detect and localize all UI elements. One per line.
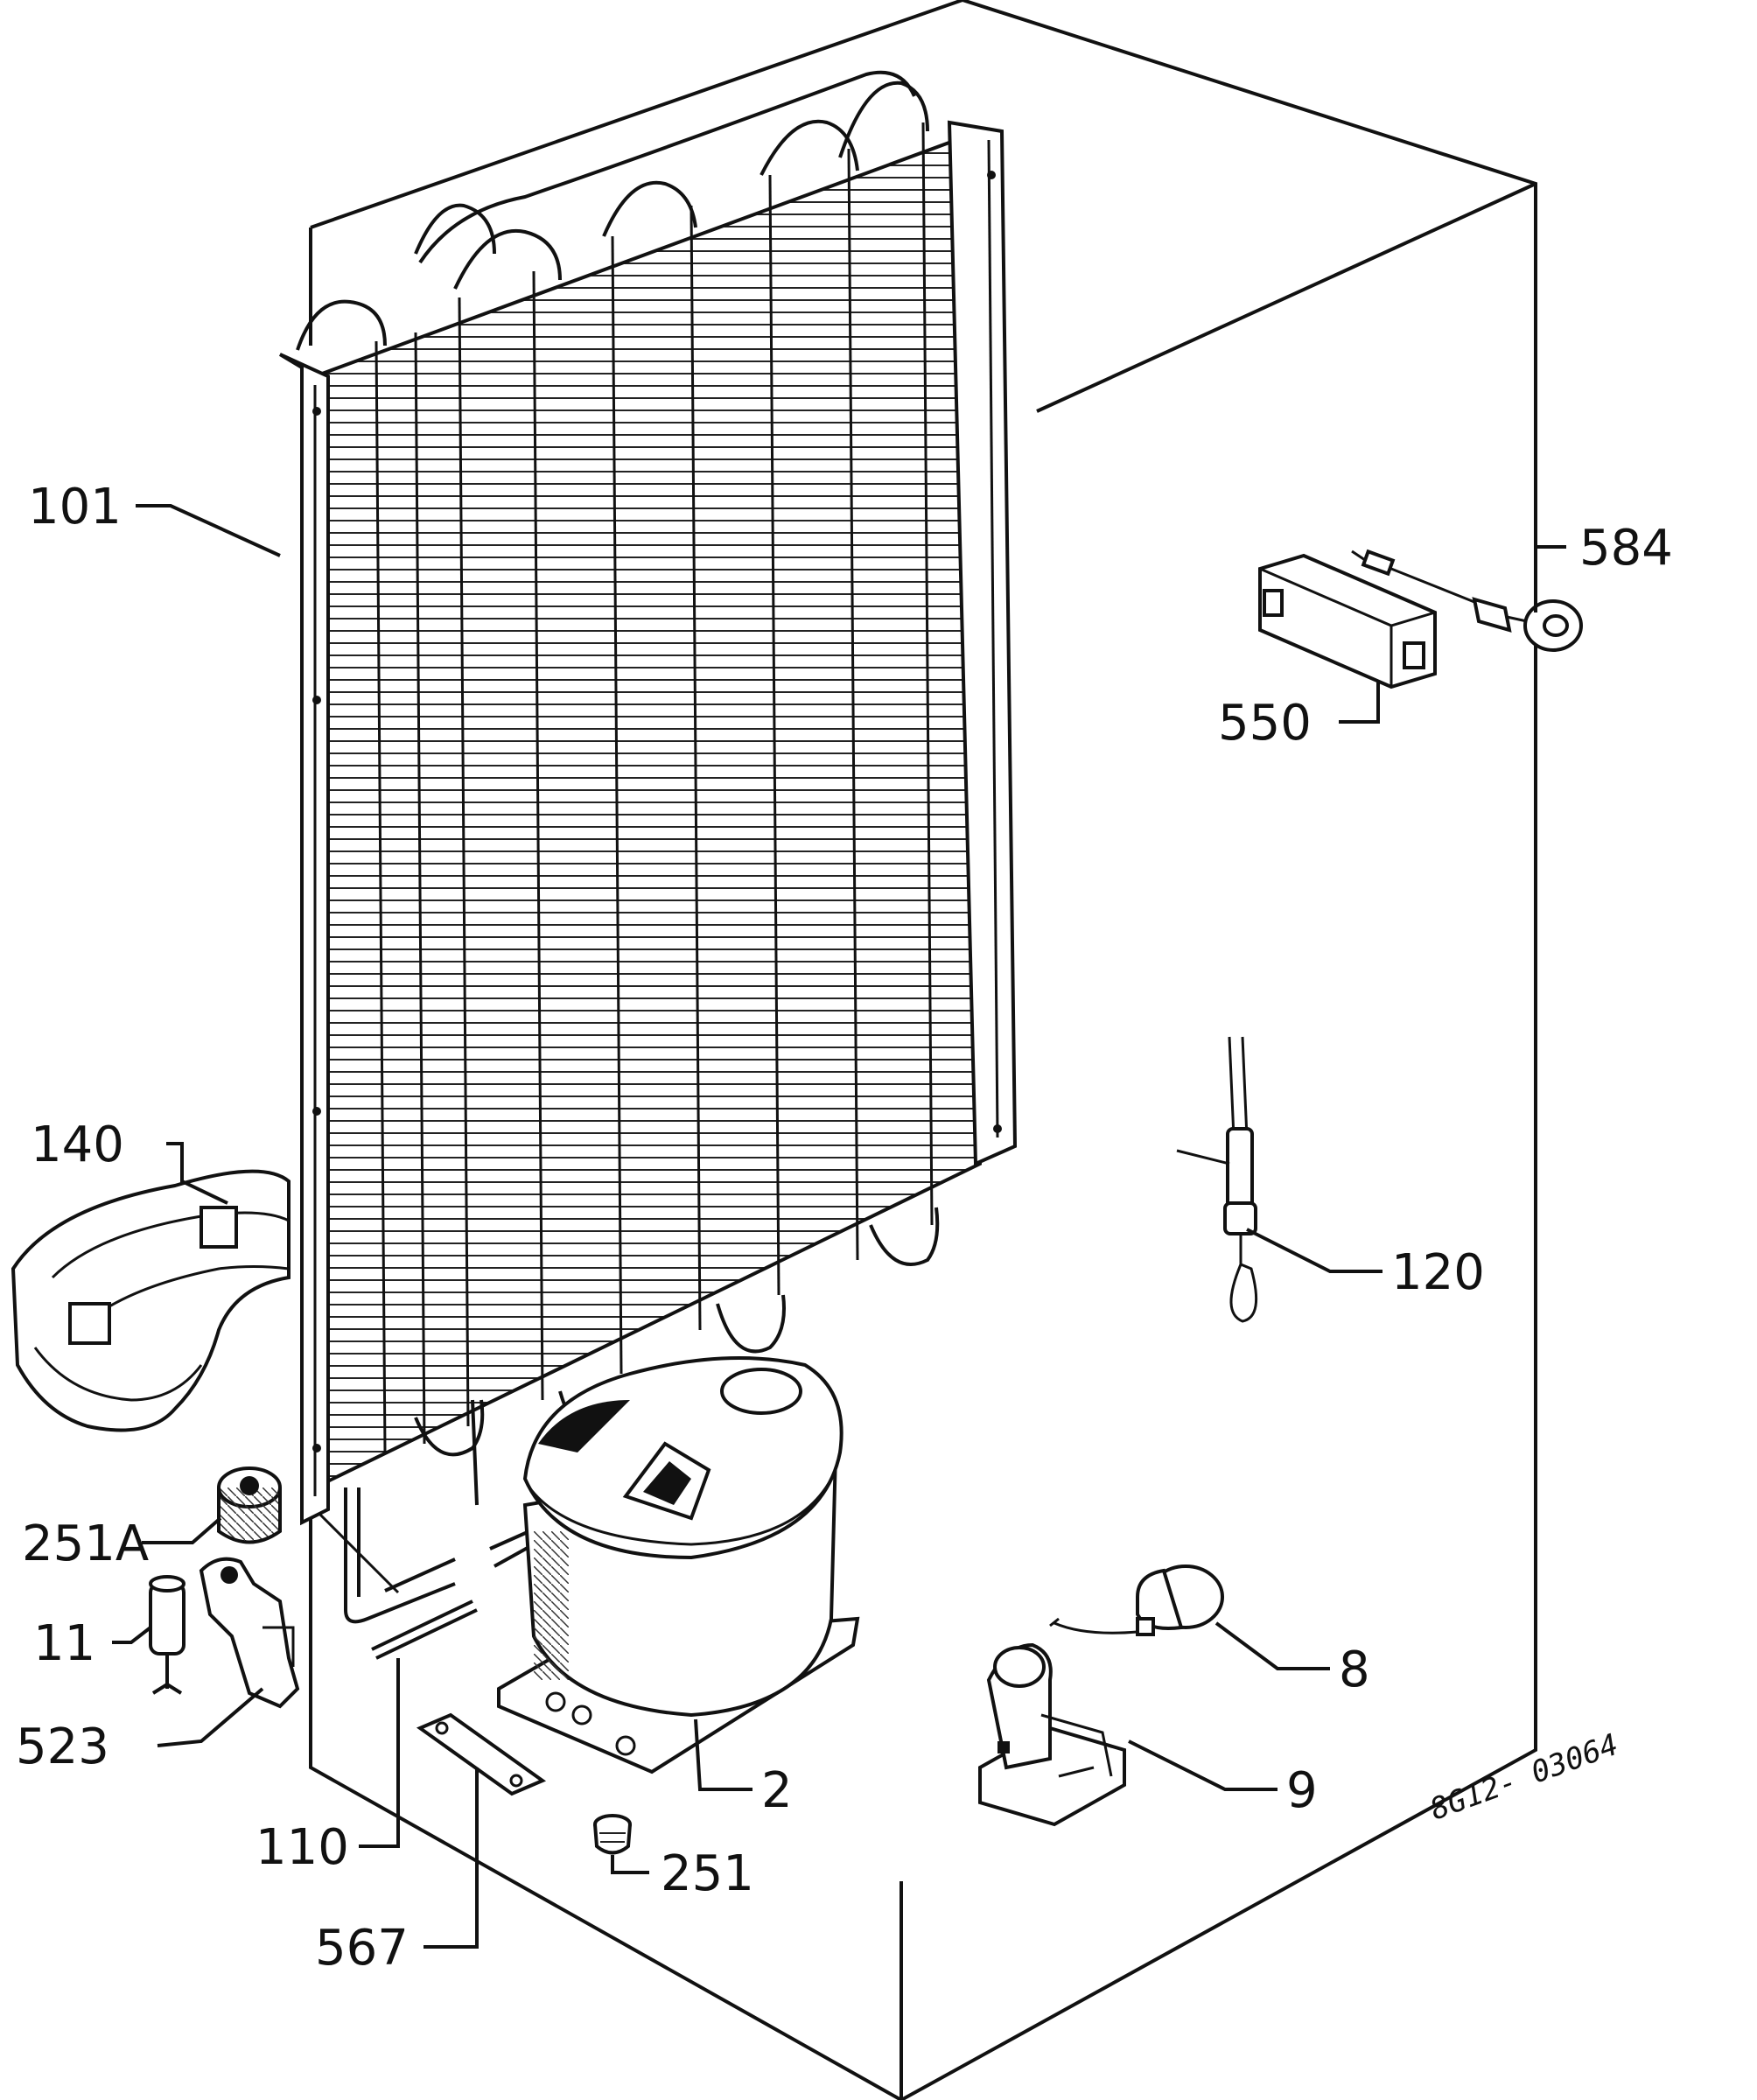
pipe-section-icon [344, 1399, 535, 1660]
clamp-bracket-icon [199, 1557, 300, 1709]
drawing-code: 8G12- 03064 [1425, 1727, 1622, 1828]
callout-120: 120 [1391, 1244, 1485, 1301]
callout-140: 140 [31, 1116, 124, 1173]
overload-protector-icon [1049, 1564, 1224, 1636]
cabinet-outline [309, 0, 1537, 2100]
callout-251: 251 [661, 1845, 754, 1902]
sensor-probe-icon [1351, 549, 1583, 652]
leader-lines [112, 504, 1566, 1949]
thermostat-capillary-icon [1176, 1036, 1258, 1323]
start-relay-icon [978, 1642, 1126, 1827]
callout-584: 584 [1579, 520, 1673, 577]
callout-550: 550 [1218, 695, 1312, 752]
callout-2: 2 [761, 1762, 793, 1819]
callout-110: 110 [256, 1819, 349, 1876]
callout-8: 8 [1339, 1642, 1370, 1698]
drip-tray-icon [10, 1169, 290, 1432]
condenser-icon [278, 70, 1018, 1526]
probe-holder-icon [1258, 553, 1437, 690]
callout-101: 101 [28, 479, 122, 536]
grommet-icon [593, 1814, 632, 1855]
callout-9: 9 [1286, 1762, 1318, 1819]
rubber-grommet-icon [217, 1466, 282, 1544]
callout-11: 11 [33, 1615, 95, 1672]
relay-capacitor-icon [149, 1575, 186, 1695]
mounting-plate-icon [416, 1712, 547, 1796]
compressor-icon [497, 1356, 860, 1774]
callout-251a: 251A [22, 1516, 149, 1572]
callout-labels: 101 584 550 140 120 251A 11 523 110 2 56… [16, 479, 1673, 1977]
callout-567: 567 [315, 1920, 409, 1977]
callout-523: 523 [16, 1718, 109, 1775]
